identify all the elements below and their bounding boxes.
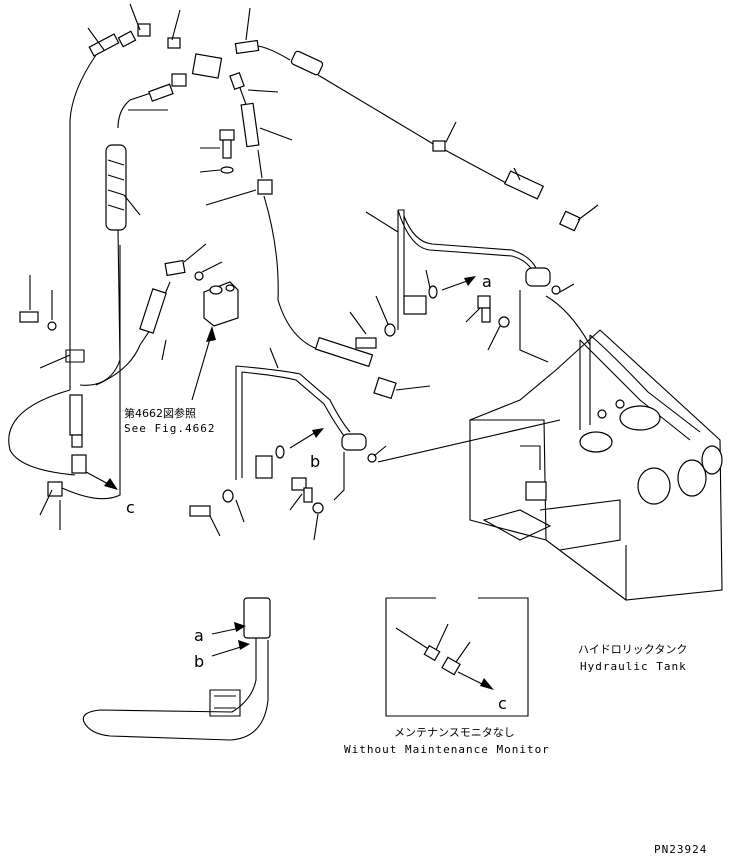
mid-handrail: [189, 347, 561, 541]
top-center-fittings: [199, 7, 599, 232]
left-tee-arrow: [85, 471, 118, 490]
reference-label-en: See Fig.4662: [124, 422, 215, 435]
upper-handrail: [349, 209, 591, 363]
callout-a-inset: a: [194, 626, 204, 645]
center-long-hose: [263, 195, 431, 400]
tank-label-en: Hydraulic Tank: [580, 660, 687, 673]
leader-lines-left: [29, 3, 181, 530]
inset-box: [385, 597, 529, 717]
hydraulic-tank: [469, 329, 723, 601]
monitor-block: [95, 243, 239, 401]
callout-a-top: a: [482, 272, 492, 291]
inset-label-en: Without Maintenance Monitor: [344, 743, 550, 756]
callout-b-mid: b: [310, 452, 320, 471]
left-hose-assembly: [8, 23, 223, 500]
callout-c-inset: c: [498, 694, 507, 713]
callout-b-inset: b: [194, 652, 204, 671]
reference-label-jp: 第4662図参照: [124, 406, 196, 420]
drawing-number: PN23924: [654, 843, 707, 856]
inset-label-jp: メンテナンスモニタなし: [394, 726, 515, 739]
callout-c-left: c: [126, 498, 135, 517]
tank-label-jp: ハイドロリックタンク: [578, 643, 687, 656]
lower-pipe-assembly: [82, 597, 271, 741]
